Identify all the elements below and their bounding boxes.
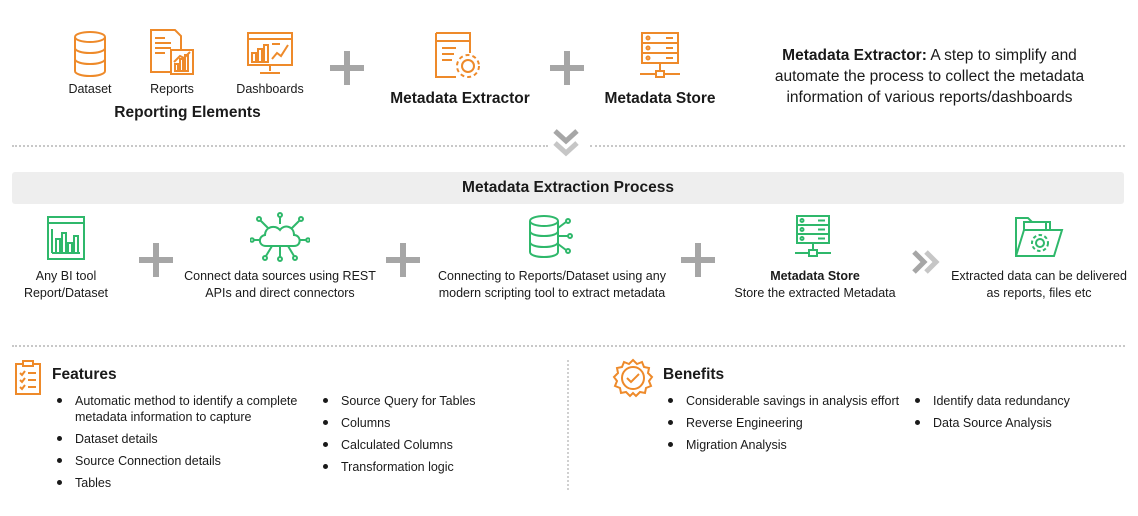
- features-list: Source Query for Tables Columns Calculat…: [318, 393, 538, 481]
- process-step-text: Store the extracted Metadata: [734, 286, 896, 300]
- description-text: A step to simplify and automate the proc…: [774, 47, 1085, 106]
- list-item: Automatic method to identify a complete …: [52, 393, 312, 425]
- database-icon: [72, 30, 108, 78]
- list-item: Columns: [318, 415, 538, 431]
- description-title: Metadata Extractor:: [782, 47, 927, 64]
- plus-icon: [139, 243, 173, 277]
- list-item: Identify data redundancy: [910, 393, 1110, 409]
- server-icon: [638, 31, 682, 79]
- list-item: Transformation logic: [318, 459, 538, 475]
- chevron-down-icon: [551, 128, 581, 160]
- metadata-extractor-label: Metadata Extractor: [390, 90, 530, 107]
- list-item: Migration Analysis: [663, 437, 913, 453]
- report-icon: [149, 28, 195, 76]
- benefits-list: Considerable savings in analysis effort …: [663, 393, 913, 459]
- folder-gear-icon: [1014, 214, 1064, 258]
- process-band: Metadata Extraction Process: [12, 172, 1124, 204]
- process-step-text: Connect data sources using REST APIs and…: [184, 269, 376, 300]
- process-title: Metadata Extraction Process: [462, 179, 674, 196]
- benefits-title: Benefits: [663, 366, 725, 383]
- list-item: Source Query for Tables: [318, 393, 538, 409]
- benefits-list: Identify data redundancy Data Source Ana…: [910, 393, 1110, 437]
- features-list: Automatic method to identify a complete …: [52, 393, 312, 497]
- server-icon: [793, 214, 833, 258]
- list-item: Considerable savings in analysis effort: [663, 393, 913, 409]
- database-network-icon: [528, 214, 574, 260]
- plus-icon: [330, 51, 364, 85]
- process-step-text: Connecting to Reports/Dataset using any …: [438, 269, 666, 300]
- list-item: Tables: [52, 475, 312, 491]
- chevron-right-icon: [911, 249, 943, 275]
- process-step-title: Metadata Store: [770, 269, 860, 283]
- list-item: Calculated Columns: [318, 437, 538, 453]
- dashboards-label: Dashboards: [236, 82, 304, 96]
- list-item: Source Connection details: [52, 453, 312, 469]
- reports-label: Reports: [150, 82, 194, 96]
- bar-chart-icon: [46, 215, 86, 261]
- plus-icon: [386, 243, 420, 277]
- plus-icon: [681, 243, 715, 277]
- dataset-label: Dataset: [68, 82, 112, 96]
- badge-check-icon: [612, 358, 654, 400]
- cloud-network-icon: [250, 212, 310, 264]
- list-item: Data Source Analysis: [910, 415, 1110, 431]
- features-title: Features: [52, 366, 117, 383]
- reporting-elements-label: Reporting Elements: [114, 104, 261, 121]
- list-item: Reverse Engineering: [663, 415, 913, 431]
- list-item: Dataset details: [52, 431, 312, 447]
- divider: [590, 145, 1125, 147]
- plus-icon: [550, 51, 584, 85]
- section-divider: [567, 360, 569, 490]
- document-gear-icon: [434, 31, 482, 79]
- checklist-icon: [14, 360, 42, 396]
- divider: [12, 345, 1125, 347]
- metadata-store-label: Metadata Store: [604, 90, 716, 107]
- dashboard-icon: [246, 31, 294, 75]
- process-step-text: Extracted data can be delivered as repor…: [951, 269, 1127, 300]
- extractor-description: Metadata Extractor: A step to simplify a…: [752, 45, 1107, 108]
- divider: [12, 145, 548, 147]
- process-step-text: Any BI tool Report/Dataset: [23, 269, 109, 300]
